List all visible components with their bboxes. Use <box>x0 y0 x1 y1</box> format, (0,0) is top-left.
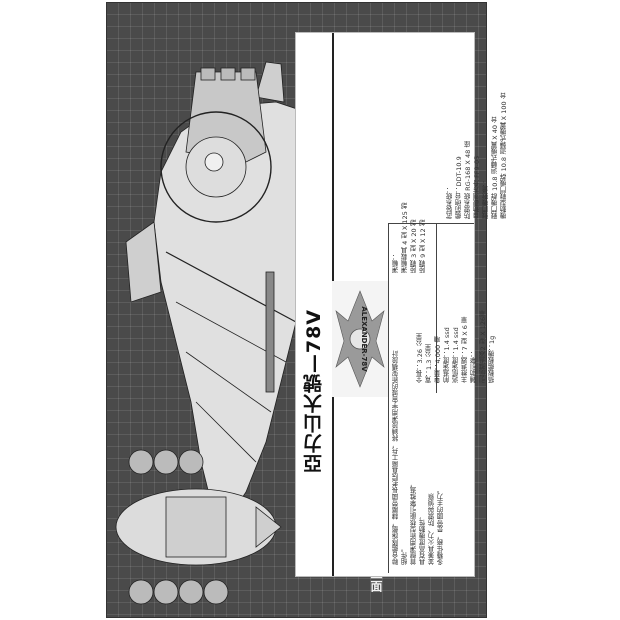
stat-line: 輔助引擎： <box>470 350 478 384</box>
weapon-line: 戰鬥機數量： <box>482 180 490 219</box>
desc-line: 聯合艦隊旗艦，隸屬帝國長老院直屬工兵，將鋪設運用宇宙城的新架構設計 <box>392 350 400 566</box>
desc-line: 具有高度機動性， <box>419 513 427 565</box>
hull-ring-outer <box>160 111 272 223</box>
hull-upper-fin <box>255 61 285 103</box>
front-engine-7 <box>203 579 229 605</box>
weapon-line: 艦前砲台：DDT-10.9 <box>455 156 463 219</box>
front-deck <box>165 496 227 558</box>
front-engine-2 <box>153 449 179 475</box>
emblem-logo: ALEXANDER-78V <box>332 281 388 397</box>
desc-line: 並兼具火力、防禦與偵察 <box>428 493 436 566</box>
emblem-text: ALEXANDER-78V <box>360 306 368 372</box>
front-engine-1 <box>128 449 154 475</box>
front-engine-6 <box>178 579 204 605</box>
craft-line: 陸戰 3 型 X 20 部 <box>410 219 418 273</box>
spec-divider-1 <box>388 223 389 573</box>
engine-nozzle-1 <box>200 67 216 81</box>
weapon-line: 武裝系統： <box>446 186 454 220</box>
spec-weapons: 武裝系統： 艦前砲台：DDT-10.9 防禦系統 RG-168 X 48 座 自… <box>446 69 509 219</box>
weapon-line: 自動觀測方舟 FF9-05 <box>473 155 481 219</box>
hull-hub <box>204 152 224 172</box>
hull-panel-line-3 <box>195 401 257 463</box>
stat-line: 引航推進器2 型 X 126單 <box>479 310 487 383</box>
desc-line: 首艘運用新型核能引擎推進， <box>410 480 418 566</box>
spec-stats: 全長：3.26 公里 寬：1.3 公里 重量：4,000 噸 前進速度：1.4 … <box>416 233 497 383</box>
front-engine-3 <box>178 449 204 475</box>
hull-vent-strip <box>265 271 275 393</box>
spec-panel: 亞力山大號—78V ALEXANDER-78V 全長：3.26 公里 寬：1.3… <box>295 32 508 577</box>
stat-line: 前進速度：1.4 ssd <box>443 327 451 383</box>
spec-description: 聯合艦隊旗艦，隸屬帝國長老院直屬工兵，將鋪設運用宇宙城的新架構設計 組件。 首艘… <box>392 350 446 566</box>
hull-panel-line-2 <box>185 351 272 413</box>
ship-title: 亞力山大號—78V <box>303 309 325 474</box>
spec-divider-3 <box>388 223 474 224</box>
craft-line: 運輸載具 4 型 X 125 部 <box>401 202 409 273</box>
stat-line: 重量：4,000 噸 <box>434 336 442 383</box>
blueprint-sheet: 側面 正面 亞力山大號—78V ALEXANDER-78V 全長：3.26 公里… <box>106 2 508 618</box>
stat-line: 搭載艦載機：1g <box>488 335 496 383</box>
hull-lower-fin <box>125 221 162 303</box>
ship-schematic <box>115 61 322 605</box>
front-view-drawing <box>115 449 282 605</box>
engine-nozzle-2 <box>220 67 236 81</box>
stat-line: 主推進器：7 型 X 6 單 <box>461 316 469 384</box>
craft-line: 運輸： <box>392 253 400 274</box>
craft-line: 陸戰 9 型 X 12 部 <box>419 219 427 273</box>
desc-line: 組件。 <box>401 545 409 566</box>
weapon-line: 防禦系統 RG-168 X 48 座 <box>464 141 472 219</box>
weapon-line: 機動型戰鬥機群 10.8 迴轉式機翼 X 100 台 <box>500 92 508 219</box>
title-strip: 亞力山大號—78V <box>296 33 334 576</box>
spec-divider-2 <box>436 223 437 393</box>
weapon-line: 戰鬥機群 10.8 迴轉式機翼 X 40 台 <box>491 116 499 219</box>
front-engine-5 <box>153 579 179 605</box>
desc-line: 多種任務，是帝國的主力。 <box>437 487 445 565</box>
front-engine-4 <box>128 579 154 605</box>
side-view-drawing <box>125 61 322 543</box>
engine-nozzle-3 <box>240 67 256 81</box>
stat-line: 巡航速度：1.4 ssd <box>452 327 460 383</box>
spec-craft: 運輸： 運輸載具 4 型 X 125 部 陸戰 3 型 X 20 部 陸戰 9 … <box>392 143 428 273</box>
front-prow <box>255 506 282 548</box>
